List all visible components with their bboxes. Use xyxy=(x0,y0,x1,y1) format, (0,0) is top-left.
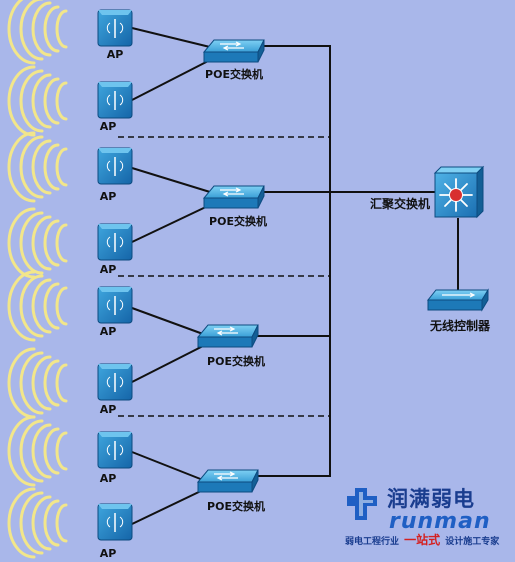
wifi-signal-icon xyxy=(7,347,68,419)
poe-switch-1: POE交换机 xyxy=(202,39,265,81)
group-separators xyxy=(118,136,330,417)
access-point-icon xyxy=(97,147,133,185)
ap-label: AP xyxy=(100,120,117,133)
logo-tagline-highlight: 一站式 xyxy=(404,532,440,547)
logo-cross-icon xyxy=(347,488,377,520)
wifi-signal-icon xyxy=(7,487,68,559)
logo-tagline-post: 设计施工专家 xyxy=(445,535,500,547)
switch-icon xyxy=(196,324,259,348)
logo-tagline: 弱电工程行业 一站式 设计施工专家 xyxy=(345,529,500,548)
wireless-controller-label: 无线控制器 xyxy=(429,318,491,333)
ap-link-line xyxy=(131,204,211,243)
runman-logo: 润满弱电 runman 弱电工程行业 一站式 设计施工专家 xyxy=(345,487,500,548)
access-point-icon xyxy=(97,503,133,541)
wifi-signal-icon xyxy=(7,270,68,342)
poe-switch-2: POE交换机 xyxy=(202,185,267,228)
aggregation-switch-label: 汇聚交换机 xyxy=(370,196,430,211)
wireless-controller: 无线控制器 xyxy=(426,288,491,333)
layer3-switch-icon xyxy=(433,165,485,219)
switch-label: POE交换机 xyxy=(207,499,265,513)
ap-label: AP xyxy=(100,472,117,485)
access-point-5: AP xyxy=(7,270,133,342)
poe-switch-3: POE交换机 xyxy=(196,324,265,368)
ap-label: AP xyxy=(100,547,117,560)
access-point-2: AP xyxy=(7,65,133,137)
access-point-icon xyxy=(97,431,133,469)
aggregation-switch: 汇聚交换机 xyxy=(370,165,485,219)
wifi-signal-icon xyxy=(7,65,68,137)
ap-link-line xyxy=(131,307,204,335)
controller-icon xyxy=(426,288,489,312)
poe-switch-4: POE交换机 xyxy=(196,469,265,513)
access-point-icon xyxy=(97,9,133,47)
ap-link-line xyxy=(131,27,215,49)
ap-label: AP xyxy=(100,263,117,276)
ap-link-line xyxy=(131,451,204,481)
access-point-8: AP xyxy=(7,487,133,560)
switch-label: POE交换机 xyxy=(207,354,265,368)
logo-name-en: runman xyxy=(389,509,491,534)
switch-label: POE交换机 xyxy=(205,67,263,81)
wifi-signal-icon xyxy=(7,0,68,65)
connection-lines xyxy=(131,27,459,525)
ap-label: AP xyxy=(107,48,124,61)
switch-icon xyxy=(202,39,265,63)
switch-icon xyxy=(202,185,265,209)
ap-label: AP xyxy=(100,325,117,338)
access-point-3: AP xyxy=(7,131,133,203)
access-point-icon xyxy=(97,223,133,261)
wifi-signal-icon xyxy=(7,207,68,279)
ap-label: AP xyxy=(100,190,117,203)
ap-link-line xyxy=(131,489,204,525)
access-point-1: AP xyxy=(7,0,133,65)
access-point-icon xyxy=(97,363,133,401)
ap-label: AP xyxy=(100,403,117,416)
access-point-7: AP xyxy=(7,415,133,487)
wifi-signal-icon xyxy=(7,415,68,487)
logo-tagline-pre: 弱电工程行业 xyxy=(345,535,399,547)
ap-link-line xyxy=(131,345,204,383)
logo-name-cn: 润满弱电 xyxy=(387,487,475,511)
access-point-4: AP xyxy=(7,207,133,279)
ap-link-line xyxy=(131,167,211,193)
switch-icon xyxy=(196,469,259,493)
access-point-6: AP xyxy=(7,347,133,419)
access-point-icon xyxy=(97,81,133,119)
wifi-signal-icon xyxy=(7,131,68,203)
switch-label: POE交换机 xyxy=(209,214,267,228)
ap-link-line xyxy=(131,57,215,101)
access-point-icon xyxy=(97,286,133,324)
